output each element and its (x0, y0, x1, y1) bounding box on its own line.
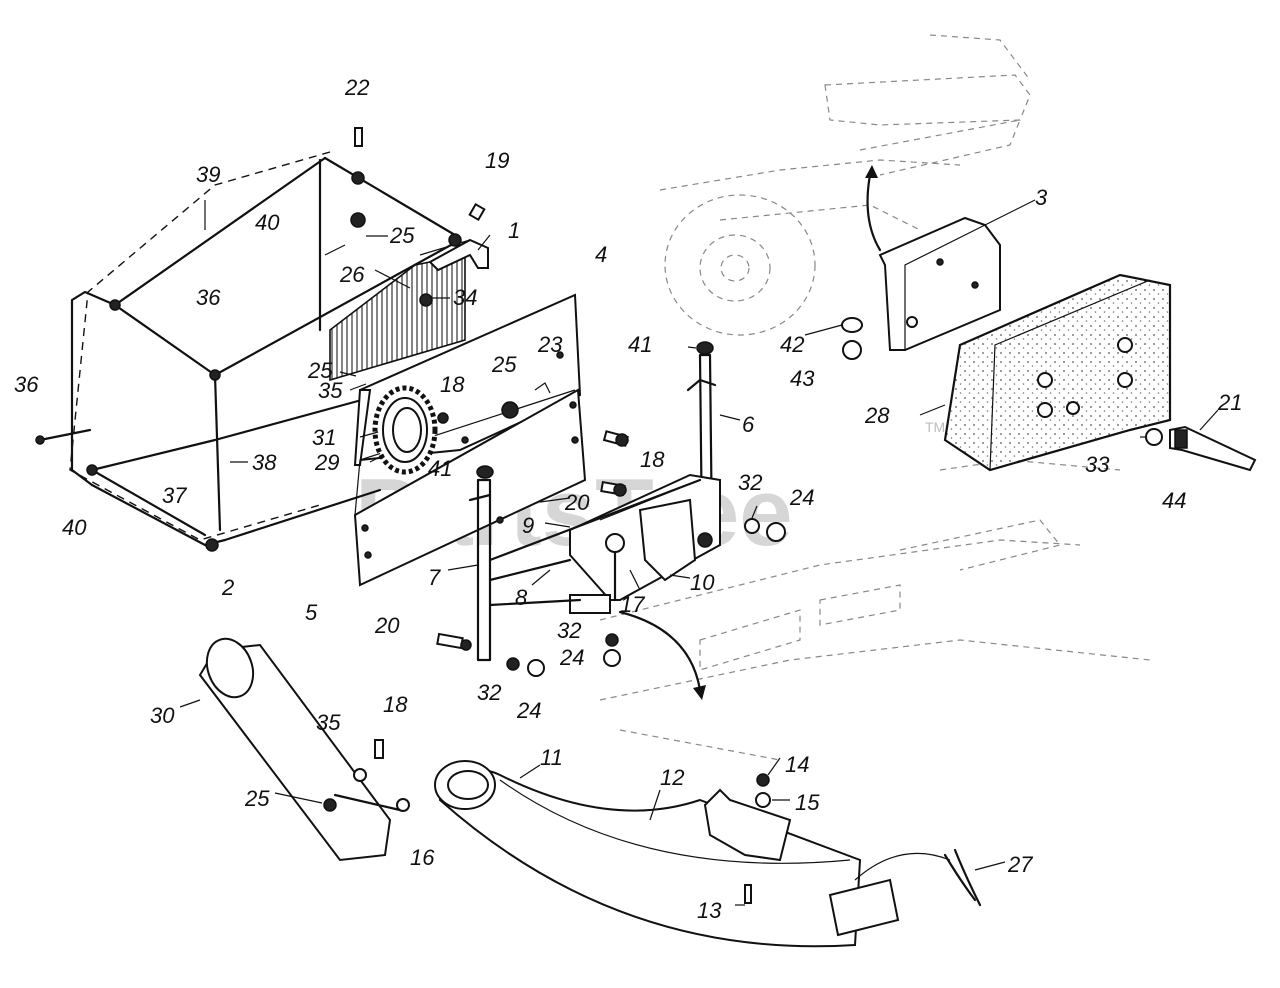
callout-30: 30 (150, 703, 175, 728)
callout-1: 1 (508, 218, 520, 243)
callout-32: 32 (557, 618, 581, 643)
callout-35: 35 (316, 710, 341, 735)
callout-20: 20 (564, 490, 590, 515)
callout-44: 44 (1162, 488, 1186, 513)
callout-27: 27 (1007, 852, 1033, 877)
callout-15: 15 (795, 790, 820, 815)
callout-37: 37 (162, 483, 187, 508)
watermark-trademark: TM (925, 419, 945, 435)
callout-24: 24 (516, 698, 541, 723)
callout-13: 13 (697, 898, 722, 923)
callout-39: 39 (196, 162, 220, 187)
callout-21: 21 (1217, 390, 1242, 415)
callout-25: 25 (491, 352, 517, 377)
callout-18: 18 (440, 372, 465, 397)
callout-32: 32 (738, 470, 762, 495)
callout-7: 7 (428, 565, 441, 590)
callout-31: 31 (312, 425, 336, 450)
callout-18: 18 (383, 692, 408, 717)
callout-42: 42 (780, 332, 804, 357)
callout-33: 33 (1085, 452, 1110, 477)
callout-20: 20 (374, 613, 400, 638)
weight-block (906, 273, 1172, 472)
callout-9: 9 (522, 513, 534, 538)
chute-tube (198, 637, 410, 862)
callout-2: 2 (221, 575, 234, 600)
callout-28: 28 (864, 403, 890, 428)
callout-26: 26 (339, 262, 365, 287)
callout-24: 24 (559, 645, 584, 670)
panel-bolts (600, 430, 629, 497)
callout-36: 36 (196, 285, 221, 310)
callout-40: 40 (62, 515, 87, 540)
callout-11: 11 (540, 745, 563, 770)
callout-leaders (179, 199, 1219, 906)
callout-41: 41 (628, 332, 652, 357)
bag-frame (35, 151, 462, 552)
callout-8: 8 (515, 585, 528, 610)
callout-19: 19 (485, 148, 509, 173)
callout-25: 25 (307, 358, 333, 383)
callout-23: 23 (537, 332, 563, 357)
callout-22: 22 (344, 75, 369, 100)
callout-35: 35 (318, 378, 343, 403)
callout-10: 10 (690, 570, 715, 595)
callout-36: 36 (14, 372, 39, 397)
discharge-chute (434, 760, 982, 948)
callout-41: 41 (428, 456, 452, 481)
lower-hardware (436, 518, 786, 700)
top-hardware (350, 127, 486, 307)
callout-38: 38 (252, 450, 277, 475)
callout-25: 25 (389, 223, 415, 248)
callout-24: 24 (789, 485, 814, 510)
callout-17: 17 (620, 592, 645, 617)
callout-29: 29 (314, 450, 339, 475)
callout-25: 25 (244, 786, 270, 811)
callout-6: 6 (742, 412, 755, 437)
callout-5: 5 (305, 600, 318, 625)
bracket-1 (428, 238, 489, 272)
tractor-outline (599, 34, 1151, 761)
callout-43: 43 (790, 366, 815, 391)
callout-3: 3 (1035, 185, 1048, 210)
callout-34: 34 (453, 285, 477, 310)
callout-32: 32 (477, 680, 501, 705)
callout-16: 16 (410, 845, 435, 870)
callout-14: 14 (785, 752, 809, 777)
callout-40: 40 (255, 210, 280, 235)
callout-labels: 22 19 39 1 40 25 4 36 26 34 25 35 18 25 … (14, 75, 1242, 923)
callout-18: 18 (640, 447, 665, 472)
mount-plates (488, 473, 721, 614)
weight-bracket (865, 165, 1001, 351)
chute-ring (372, 385, 449, 475)
callout-4: 4 (595, 242, 607, 267)
callout-12: 12 (660, 765, 684, 790)
